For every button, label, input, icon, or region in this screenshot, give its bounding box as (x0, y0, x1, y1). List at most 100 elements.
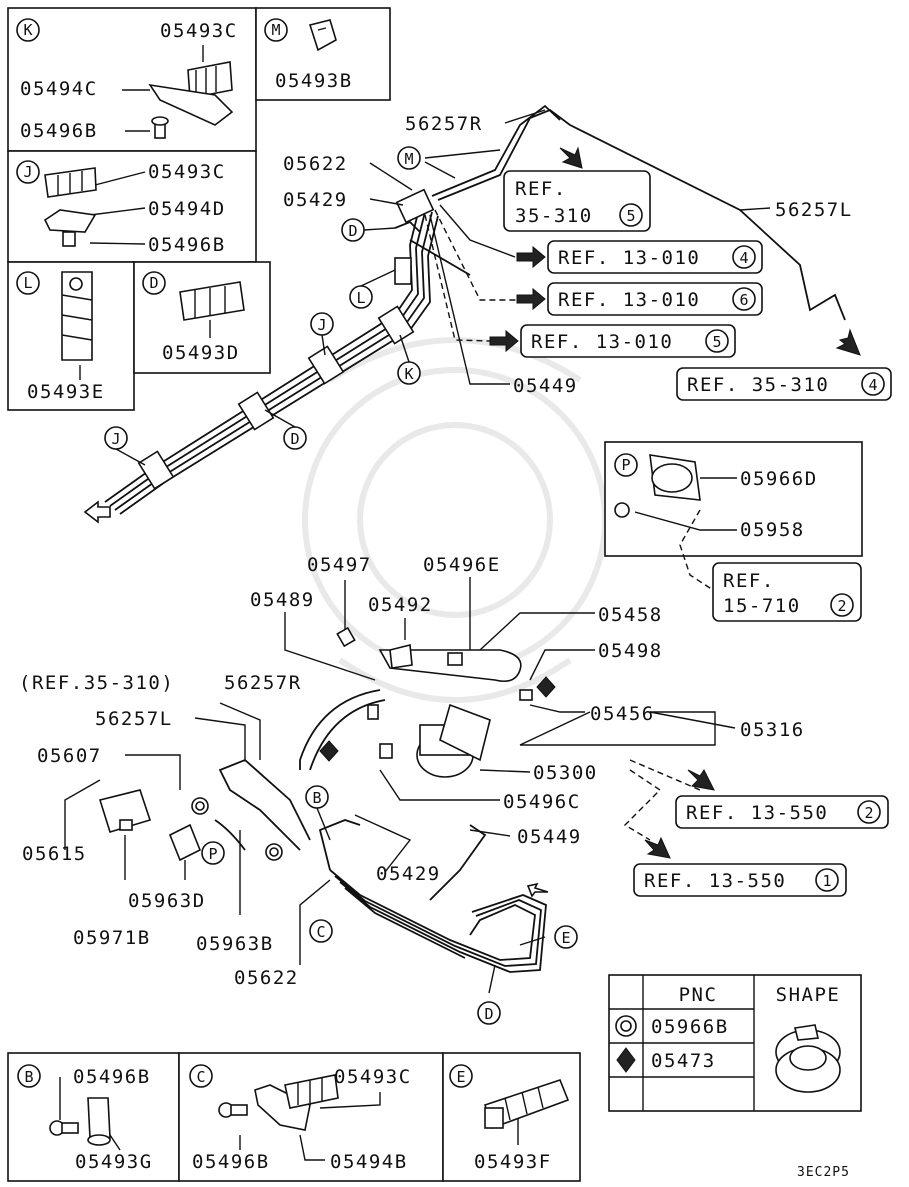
ref-15-710-2: REF. 15-710 2 (712, 562, 862, 622)
callout-j-low: J (104, 426, 128, 450)
part-label: 05493C (160, 20, 238, 42)
part-label-05498: 05498 (598, 640, 663, 662)
grommet-05473 (319, 676, 556, 762)
svg-text:4: 4 (739, 249, 748, 267)
inset-c: C 05493C 05496B 05494B (178, 1052, 444, 1182)
small-parts (336, 626, 533, 759)
part-label: 05496B (192, 1151, 270, 1173)
legend-table: PNC SHAPE 05966B 05473 (608, 974, 862, 1112)
part-label-05963b: 05963B (196, 933, 274, 955)
clamp-05493c-icon (187, 61, 233, 99)
callout-circles: M D L J K D J B P C E D (104, 146, 578, 1025)
svg-text:5: 5 (712, 333, 721, 351)
part-label: 05493D (162, 342, 240, 364)
clip-stack-05493e-icon (61, 271, 93, 361)
part-label-56257l-mid: 56257L (95, 708, 173, 730)
part-label: 05493C (334, 1066, 412, 1088)
harness-clamps (137, 188, 435, 490)
part-label-05622-mid: 05622 (234, 967, 299, 989)
inset-j-letter: J (23, 163, 32, 181)
hose-clamp-shape-icon (775, 1024, 841, 1093)
inset-b-letter: B (24, 1068, 33, 1086)
ref-13-550-1: REF. 13-550 1 (633, 863, 847, 897)
ref-13-010-6: REF. 13-010 6 (547, 282, 763, 316)
svg-text:2: 2 (864, 804, 873, 822)
part-label-05963d: 05963D (128, 890, 206, 912)
part-label-05496c: 05496C (503, 791, 581, 813)
diagram-code: 3EC2P5 (797, 1165, 850, 1180)
ref-text-line1: REF. (515, 178, 567, 200)
svg-text:5: 5 (626, 207, 635, 225)
inset-d: D 05493D (133, 261, 271, 374)
svg-text:REF. 13-010: REF. 13-010 (558, 289, 700, 311)
inset-p-letter: P (621, 456, 630, 474)
part-label-56257l: 56257L (775, 199, 853, 221)
inset-b: B 05496B 05493G (7, 1052, 180, 1182)
part-label-05429-mid: 05429 (376, 863, 441, 885)
double-circle-icon (615, 1015, 637, 1037)
clamp-05493d-icon (179, 281, 245, 321)
svg-text:6: 6 (739, 291, 748, 309)
hose-05963b (214, 819, 246, 851)
inset-l: L 05493E (7, 261, 135, 411)
part-label: 05494B (330, 1151, 408, 1173)
svg-text:L: L (356, 289, 365, 307)
inset-e: E 05493F (442, 1052, 581, 1182)
callout-m: M (397, 146, 421, 170)
svg-text:P: P (208, 845, 217, 863)
inset-d-letter: D (149, 274, 158, 292)
inset-k-letter: K (23, 21, 32, 39)
inset-letter-circle (16, 18, 40, 42)
legend-header-shape: SHAPE (776, 984, 841, 1006)
svg-text:4: 4 (868, 376, 877, 394)
inset-c-letter: C (196, 1068, 205, 1086)
svg-text:M: M (404, 150, 413, 168)
ref-label-35-310: (REF.35-310) (19, 672, 174, 694)
part-label: 05494D (148, 198, 226, 220)
svg-text:REF.: REF. (723, 570, 775, 592)
clamp-05493c-icon (284, 1074, 339, 1109)
part-label: 05493G (75, 1151, 153, 1173)
clamp-05966b (191, 797, 283, 861)
svg-text:E: E (561, 929, 570, 947)
svg-text:J: J (111, 430, 120, 448)
svg-text:J: J (317, 316, 326, 334)
part-label-05458: 05458 (598, 604, 663, 626)
ref-13-550-2: REF. 13-550 2 (675, 795, 889, 829)
bracket-05607 (98, 789, 152, 833)
part-label-05607: 05607 (37, 745, 102, 767)
svg-text:REF. 13-550: REF. 13-550 (686, 802, 828, 824)
main-part-labels: 56257R 05622 05429 56257L 05449 05497 05… (19, 113, 853, 989)
ref-13-010-4: REF. 13-010 4 (547, 240, 763, 274)
part-label-05449-mid: 05449 (517, 826, 582, 848)
bracket-icon (43, 209, 97, 233)
inset-l-letter: L (23, 274, 32, 292)
svg-text:K: K (404, 365, 413, 383)
callout-d-mid: D (283, 426, 307, 450)
svg-text:15-710: 15-710 (723, 595, 801, 617)
callout-e: E (554, 925, 578, 949)
callout-p: P (201, 841, 225, 865)
bolt-05958-icon (614, 502, 630, 518)
svg-text:1: 1 (822, 872, 831, 890)
inset-m-letter: M (271, 21, 280, 39)
hose-05489 (299, 689, 386, 771)
callout-l: L (349, 285, 373, 309)
svg-text:REF. 35-310: REF. 35-310 (687, 374, 829, 396)
leader-lines (64, 109, 771, 994)
hose-clamp-05966d-icon (649, 454, 701, 501)
legend-pnc-05473: 05473 (651, 1050, 716, 1072)
part-label-05456: 05456 (590, 703, 655, 725)
callout-c: C (309, 919, 333, 943)
part-label: 05493B (275, 70, 353, 92)
inset-e-letter: E (456, 1068, 465, 1086)
svg-text:D: D (348, 222, 357, 240)
part-label: 05493C (148, 161, 226, 183)
part-label-56257r-mid: 56257R (224, 672, 302, 694)
diamond-icon (616, 1047, 636, 1073)
callout-j-top: J (310, 312, 334, 336)
svg-text:REF. 13-010: REF. 13-010 (558, 247, 700, 269)
inset-j: J 05493C 05494D 05496B (7, 150, 257, 263)
ref-35-310-4: REF. 35-310 4 (676, 367, 892, 401)
